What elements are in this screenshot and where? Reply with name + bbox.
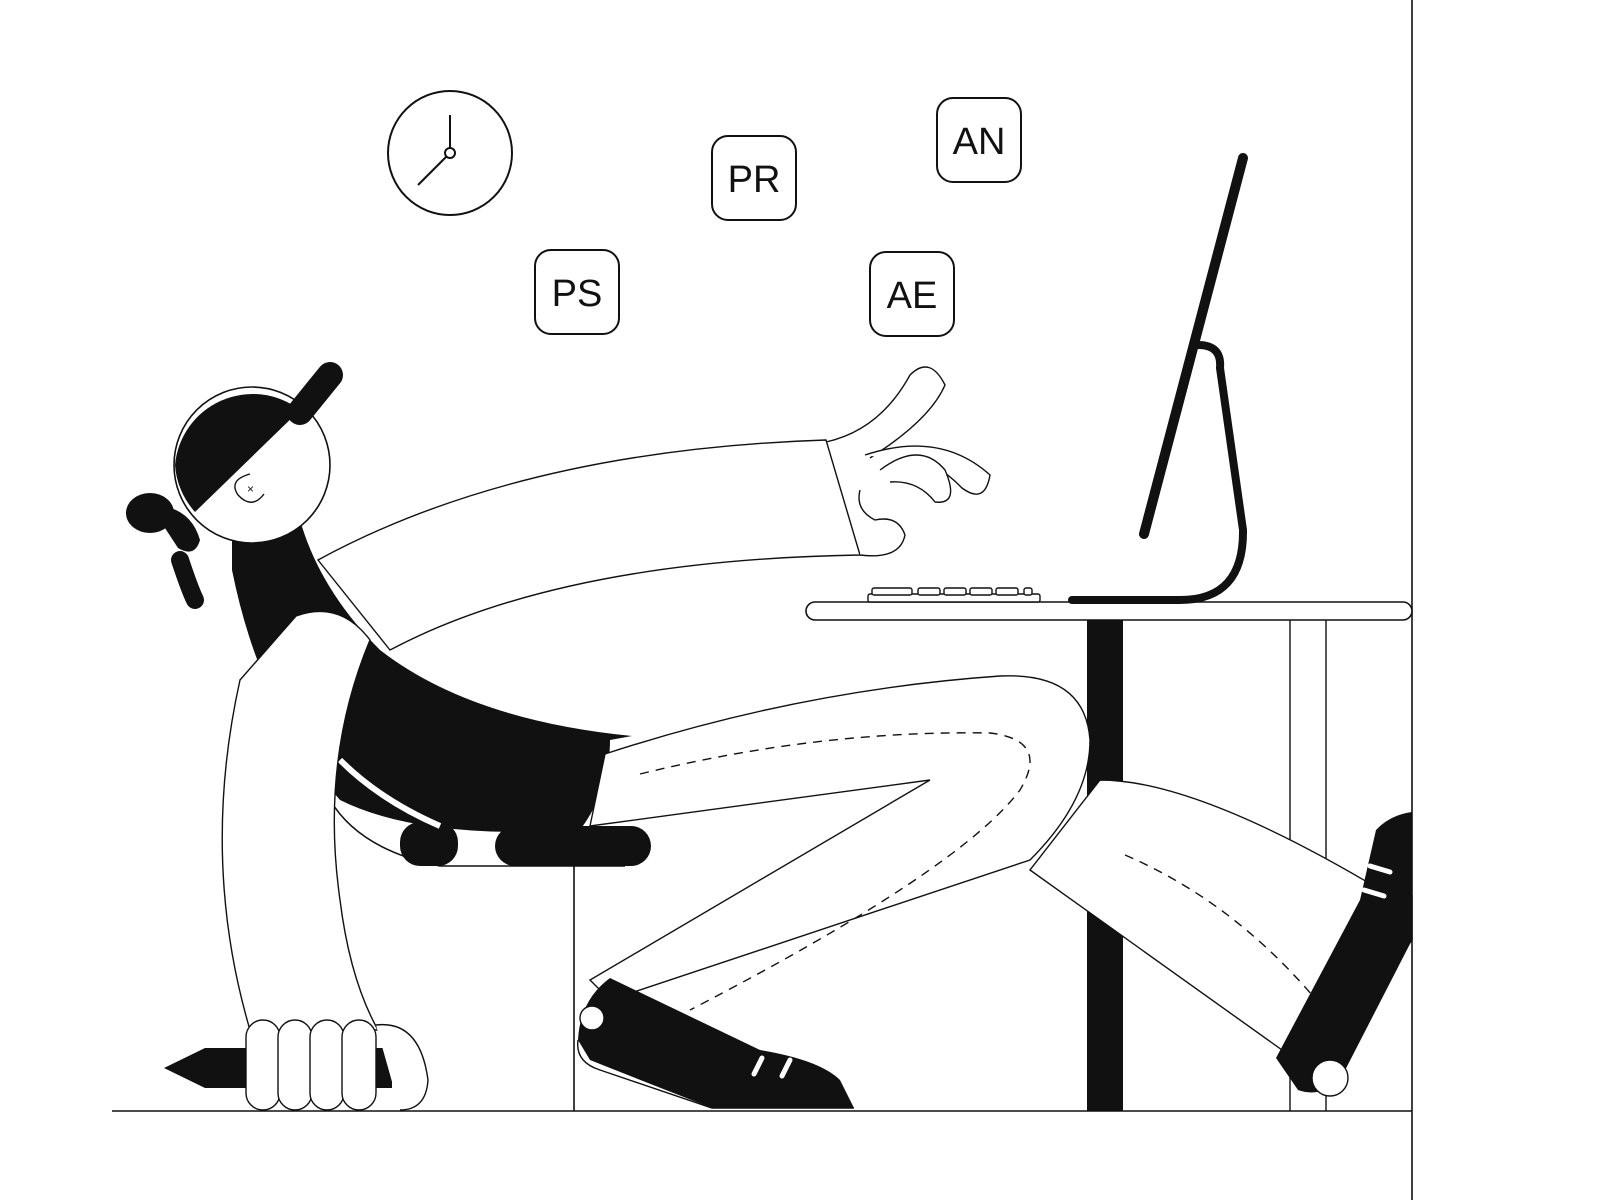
head: × [126, 362, 343, 609]
badge-ps-label: PS [552, 273, 603, 315]
badge-ps: PS [534, 249, 620, 335]
badge-an-label: AN [953, 121, 1006, 163]
badge-ae: AE [869, 251, 955, 337]
clock-icon [387, 90, 513, 216]
badge-pr-label: PR [728, 159, 781, 201]
fist [245, 1019, 429, 1111]
front-leg [576, 675, 1091, 1109]
badge-ae-label: AE [887, 275, 938, 317]
monitor-icon [1068, 153, 1248, 604]
badge-pr: PR [711, 135, 797, 221]
svg-text:×: × [247, 482, 254, 496]
badge-an: AN [936, 97, 1022, 183]
keyboard-icon [867, 587, 1041, 603]
chair-icon [329, 799, 651, 1111]
reaching-arm [316, 366, 991, 651]
hanging-arm [221, 610, 380, 1031]
rear-leg [1028, 779, 1413, 1097]
